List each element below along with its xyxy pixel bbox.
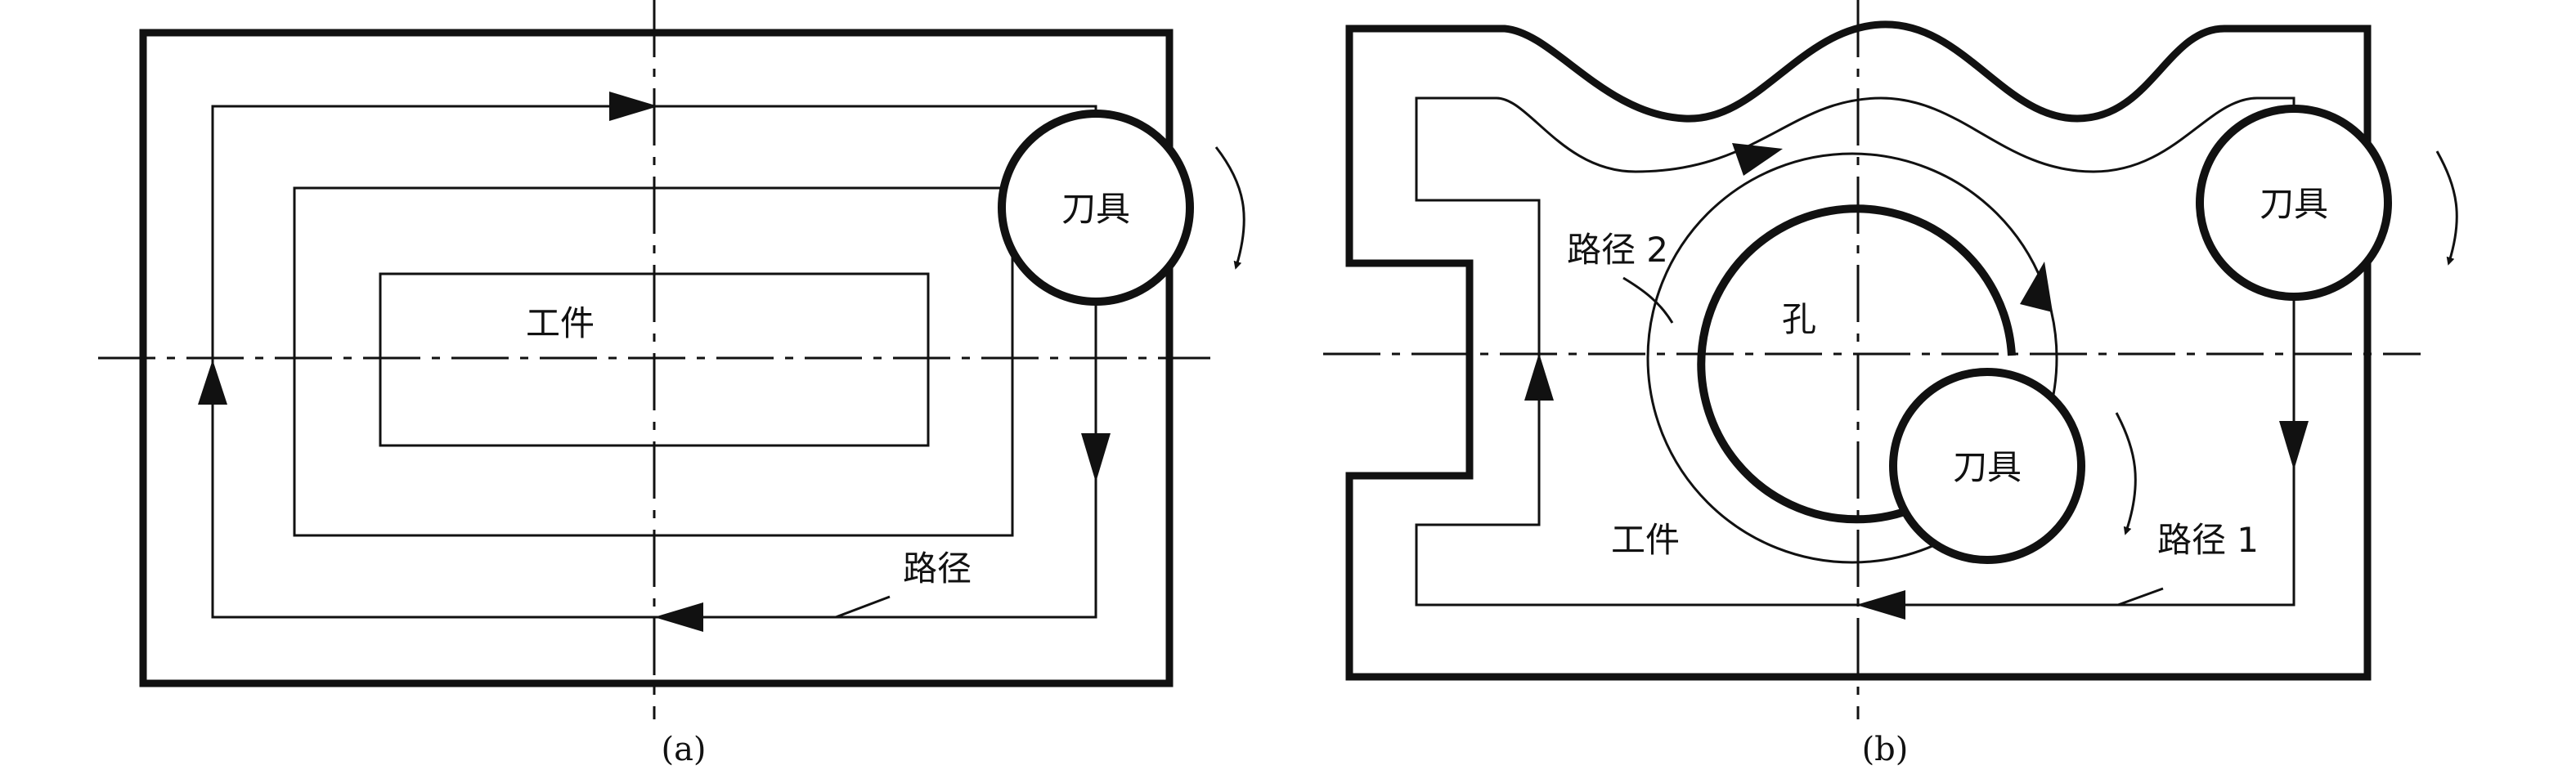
workpiece-label-a: 工件 — [526, 303, 595, 343]
direction-arrow-left-b — [1524, 353, 1554, 401]
rotation-arrow-upper-b — [2435, 150, 2458, 266]
tool-circle-upper-b — [2196, 105, 2392, 301]
tool-circle-a — [998, 110, 1194, 306]
direction-arrow-top-a — [609, 92, 658, 121]
workpiece-outline-a — [139, 29, 1174, 687]
direction-arrow-path2-b — [2020, 262, 2053, 312]
direction-arrow-left-a — [198, 360, 227, 405]
workpiece-outline-b — [1345, 20, 2372, 681]
tool-path-2-b — [1646, 152, 2058, 564]
tool-label-a: 刀具 — [1061, 189, 1130, 229]
path1-label-b: 路径 1 — [2157, 520, 2259, 560]
figure-b: 刀具 刀具 孔 工件 路径 2 路径 1 (b) — [1323, 0, 2458, 768]
caption-b: (b) — [1862, 731, 1909, 768]
direction-arrow-bottom-b — [1856, 590, 1905, 620]
tool-path-inner-a — [379, 272, 930, 447]
path2-leader-b — [1622, 276, 1674, 324]
path2-label-b: 路径 2 — [1567, 230, 1668, 270]
path-leader-a — [835, 595, 891, 619]
caption-a: (a) — [661, 731, 706, 768]
rotation-arrow-a — [1214, 146, 1245, 270]
rotation-arrow-lower-b — [2115, 412, 2137, 535]
workpiece-label-b: 工件 — [1611, 520, 1680, 560]
tool-path-1-b — [1415, 96, 2296, 607]
tool-path-middle-a — [293, 186, 1014, 537]
tool-label-upper-b: 刀具 — [2260, 184, 2328, 224]
direction-arrow-bottom-a — [654, 602, 703, 632]
direction-arrow-right-b — [2279, 421, 2309, 470]
direction-arrow-top-b — [1732, 143, 1783, 176]
path-label-a: 路径 — [903, 548, 972, 589]
hole-contour-b — [1697, 204, 2016, 524]
path1-leader-b — [2117, 587, 2164, 607]
tool-label-lower-b: 刀具 — [1953, 447, 2022, 487]
tool-circle-lower-b — [1889, 368, 2085, 564]
figure-a: 刀具 工件 路径 (a) — [98, 0, 1245, 768]
hole-label-b: 孔 — [1782, 299, 1816, 339]
direction-arrow-right-a — [1081, 433, 1111, 482]
